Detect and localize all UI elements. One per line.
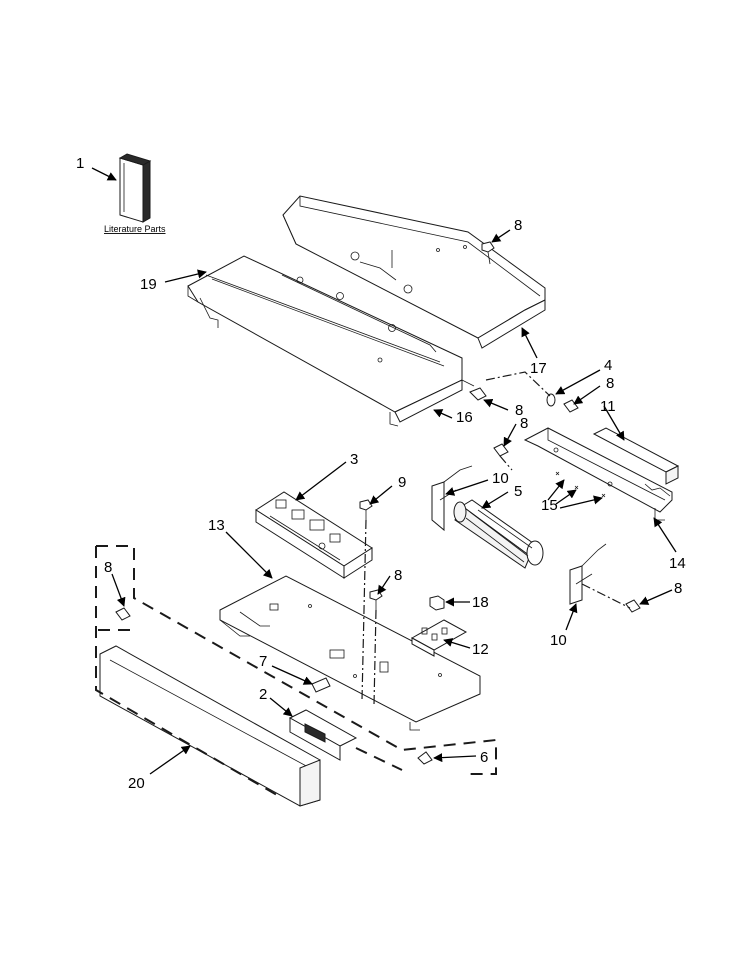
callout-2[interactable]: 2 bbox=[259, 686, 267, 703]
callout-8-tray[interactable]: 8 bbox=[394, 567, 402, 584]
washer-4 bbox=[546, 393, 556, 407]
callout-8-lowright[interactable]: 8 bbox=[674, 580, 682, 597]
callout-8-washer[interactable]: 8 bbox=[606, 375, 614, 392]
screw-8-mid bbox=[461, 379, 487, 401]
control-tray bbox=[219, 575, 481, 731]
screw-8-lowright bbox=[625, 599, 641, 613]
callout-6[interactable]: 6 bbox=[480, 749, 488, 766]
callout-10-left[interactable]: 10 bbox=[492, 470, 509, 487]
callout-20[interactable]: 20 bbox=[128, 775, 145, 792]
callout-9[interactable]: 9 bbox=[398, 474, 406, 491]
fan-bracket-left bbox=[431, 465, 473, 532]
callout-10-right[interactable]: 10 bbox=[550, 632, 567, 649]
leader-lines bbox=[91, 167, 677, 775]
callout-8-top[interactable]: 8 bbox=[514, 217, 522, 234]
control-panel-trim bbox=[99, 645, 321, 807]
callout-8-mid[interactable]: 8 bbox=[515, 402, 523, 419]
callout-17[interactable]: 17 bbox=[530, 360, 547, 377]
mounting-bracket bbox=[523, 427, 673, 521]
callout-8-left[interactable]: 8 bbox=[104, 559, 112, 576]
control-board bbox=[255, 491, 373, 579]
upper-cover-panel bbox=[282, 195, 546, 349]
screw-8-tray bbox=[369, 589, 383, 610]
fan-bracket-right bbox=[569, 543, 607, 605]
callout-16[interactable]: 16 bbox=[456, 409, 473, 426]
callout-numbers: 1 8 19 17 4 8 8 16 11 8 3 9 10 5 15 14 1… bbox=[76, 155, 686, 792]
callout-1[interactable]: 1 bbox=[76, 155, 84, 172]
lower-cover-panel bbox=[187, 255, 463, 427]
callout-8-bracket[interactable]: 8 bbox=[520, 415, 528, 432]
screw-8-left bbox=[115, 607, 131, 621]
callout-18[interactable]: 18 bbox=[472, 594, 489, 611]
support-rail bbox=[592, 427, 680, 485]
screw-9 bbox=[359, 499, 373, 520]
literature-parts-booklet bbox=[118, 153, 152, 223]
callout-3[interactable]: 3 bbox=[350, 451, 358, 468]
screw-8-right bbox=[563, 399, 579, 413]
cross-flow-fan bbox=[453, 499, 544, 569]
literature-parts-label[interactable]: Literature Parts bbox=[104, 224, 166, 234]
callout-13[interactable]: 13 bbox=[208, 517, 225, 534]
wire-clips bbox=[555, 471, 606, 498]
callout-19[interactable]: 19 bbox=[140, 276, 157, 293]
callout-5[interactable]: 5 bbox=[514, 483, 522, 500]
callout-12[interactable]: 12 bbox=[472, 641, 489, 658]
screw-6 bbox=[417, 751, 433, 765]
callout-7[interactable]: 7 bbox=[259, 653, 267, 670]
terminal-block bbox=[410, 619, 468, 657]
callout-15[interactable]: 15 bbox=[541, 497, 558, 514]
hex-nut bbox=[429, 595, 445, 611]
screw-8-top bbox=[481, 241, 495, 265]
relay-board bbox=[288, 709, 358, 761]
callout-14[interactable]: 14 bbox=[669, 555, 686, 572]
screw-8-bracket bbox=[493, 443, 509, 457]
assembly-lines bbox=[95, 371, 631, 799]
callout-4[interactable]: 4 bbox=[604, 357, 612, 374]
callout-11[interactable]: 11 bbox=[600, 398, 616, 415]
wire-clip bbox=[311, 677, 331, 693]
